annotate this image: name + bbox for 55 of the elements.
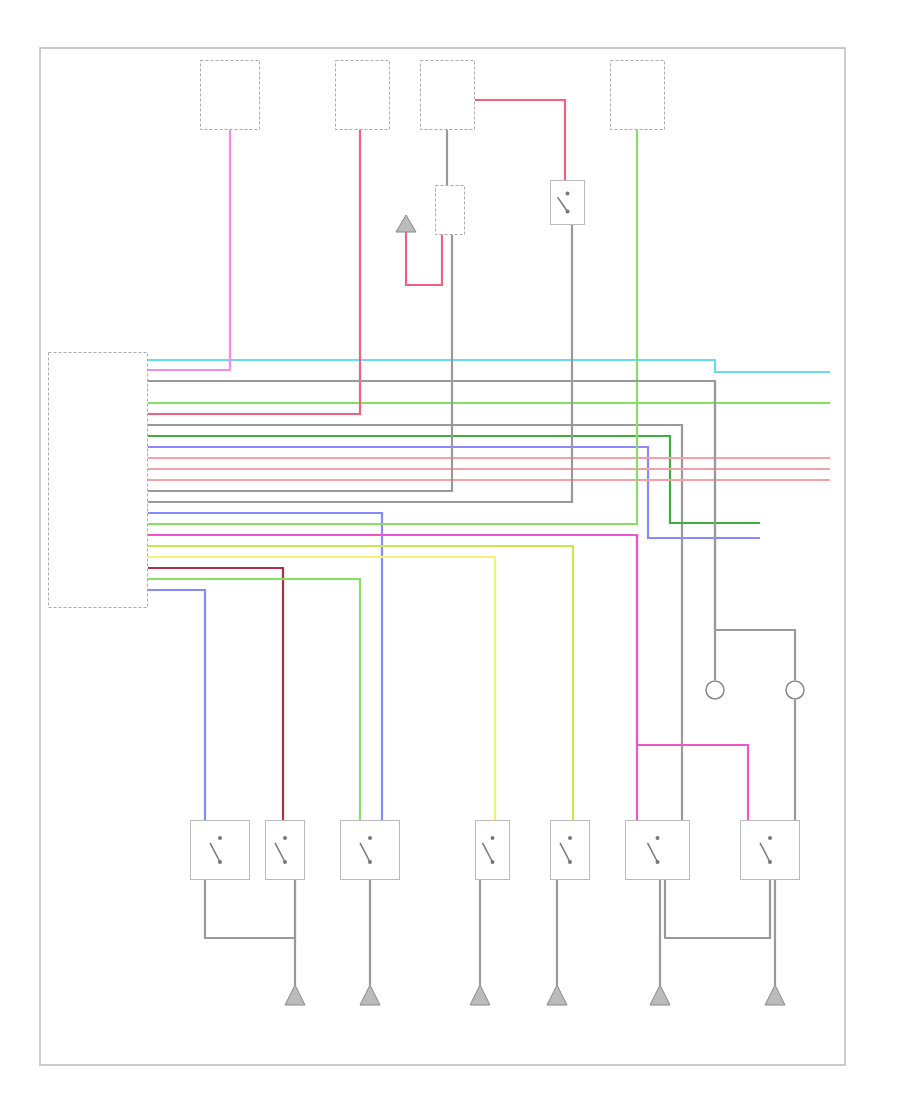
component-box <box>420 60 475 130</box>
wire <box>148 423 684 820</box>
wire <box>793 700 797 820</box>
switch-symbol <box>475 820 510 880</box>
ground-symbol <box>360 985 380 1005</box>
wire <box>148 235 454 493</box>
ground-symbol <box>765 985 785 1005</box>
wire <box>445 130 449 185</box>
wire <box>148 225 574 504</box>
wire <box>148 588 207 820</box>
ground-symbol <box>650 985 670 1005</box>
switch-symbol <box>740 820 800 880</box>
wire <box>555 880 559 985</box>
wire <box>148 130 639 526</box>
wire <box>475 98 567 180</box>
switch-symbol <box>550 820 590 880</box>
component-box <box>48 352 148 608</box>
connector-circle <box>705 680 725 700</box>
component-box <box>435 185 465 235</box>
wire <box>148 130 232 372</box>
wire <box>404 232 444 287</box>
ground-symbol <box>470 985 490 1005</box>
switch-symbol <box>265 820 305 880</box>
switch-symbol <box>550 180 585 225</box>
wire <box>658 880 662 985</box>
wire <box>148 478 830 482</box>
wire <box>148 130 362 416</box>
component-box <box>610 60 665 130</box>
ground-symbol <box>285 985 305 1005</box>
switch-symbol <box>190 820 250 880</box>
wire <box>148 467 830 471</box>
switch-symbol <box>625 820 690 880</box>
wire <box>148 456 830 460</box>
wire <box>148 544 575 820</box>
wire <box>148 511 384 820</box>
wire <box>148 445 760 540</box>
wire <box>148 577 362 820</box>
switch-symbol <box>340 820 400 880</box>
ground-symbol <box>396 215 416 232</box>
wire <box>148 555 497 820</box>
wire <box>478 880 482 985</box>
wire <box>148 358 830 374</box>
wire <box>293 880 297 985</box>
component-box <box>335 60 390 130</box>
ground-symbol <box>547 985 567 1005</box>
wire <box>148 401 830 405</box>
component-box <box>200 60 260 130</box>
wire <box>203 880 297 940</box>
connector-circle <box>785 680 805 700</box>
wire <box>148 533 750 820</box>
wire <box>663 880 772 940</box>
wire <box>368 880 372 985</box>
wire <box>773 880 777 985</box>
wire <box>148 434 760 525</box>
wire <box>148 566 285 820</box>
